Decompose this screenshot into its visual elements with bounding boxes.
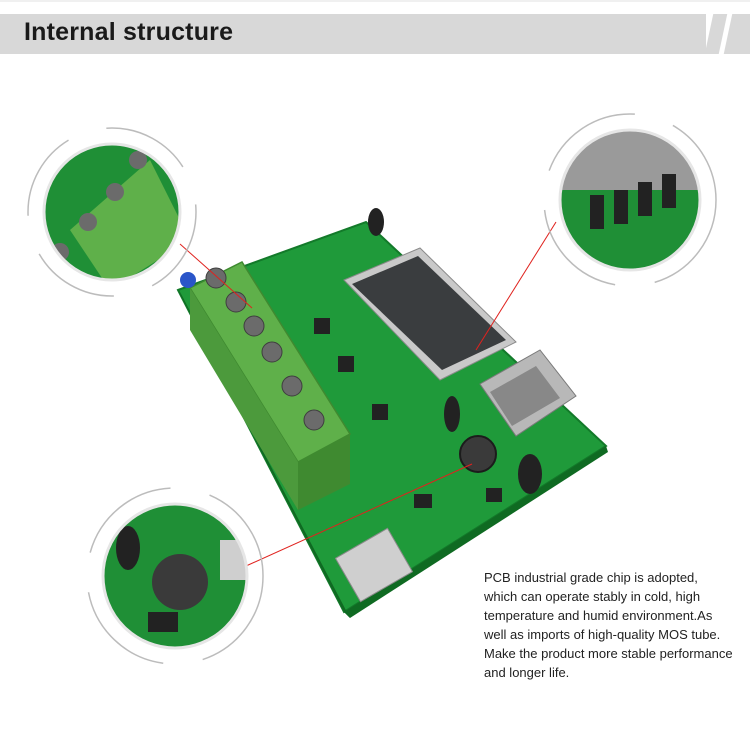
description-text: PCB industrial grade chip is adopted, wh…: [484, 568, 746, 682]
description-line: temperature and humid environment.As: [484, 608, 713, 623]
page-title: Internal structure: [24, 18, 234, 46]
buzzer: [334, 527, 414, 603]
callout-lines: [179, 221, 557, 567]
description-line: and longer life.: [484, 665, 570, 680]
terminal-screw: [205, 267, 227, 289]
callout-mos-detail: [543, 113, 717, 287]
callout-terminal-detail: [27, 127, 197, 297]
description-line: Make the product more stable performance: [484, 646, 733, 661]
description-line: well as imports of high-quality MOS tube…: [484, 627, 721, 642]
top-rule: [0, 0, 750, 2]
capacitor: [444, 396, 460, 432]
ic-chip: [414, 494, 432, 508]
inductor: [459, 435, 497, 473]
push-button: [314, 318, 330, 334]
terminal-screw: [225, 291, 247, 313]
header-bar: [0, 14, 706, 54]
terminal-screw: [281, 375, 303, 397]
description-line: PCB industrial grade chip is adopted,: [484, 570, 698, 585]
terminal-screw: [303, 409, 325, 431]
terminal-screw: [243, 315, 265, 337]
description-line: which can operate stably in cold, high: [484, 589, 701, 604]
blue-capacitor: [180, 272, 196, 288]
capacitor: [518, 454, 542, 494]
capacitor: [368, 208, 384, 236]
ic-chip: [486, 488, 502, 502]
terminal-block: [188, 261, 352, 510]
usb-port: [479, 349, 577, 437]
terminal-screw: [261, 341, 283, 363]
lcd-display: [343, 247, 517, 381]
callout-inductor-detail: [86, 487, 264, 665]
push-button: [372, 404, 388, 420]
push-button: [338, 356, 354, 372]
